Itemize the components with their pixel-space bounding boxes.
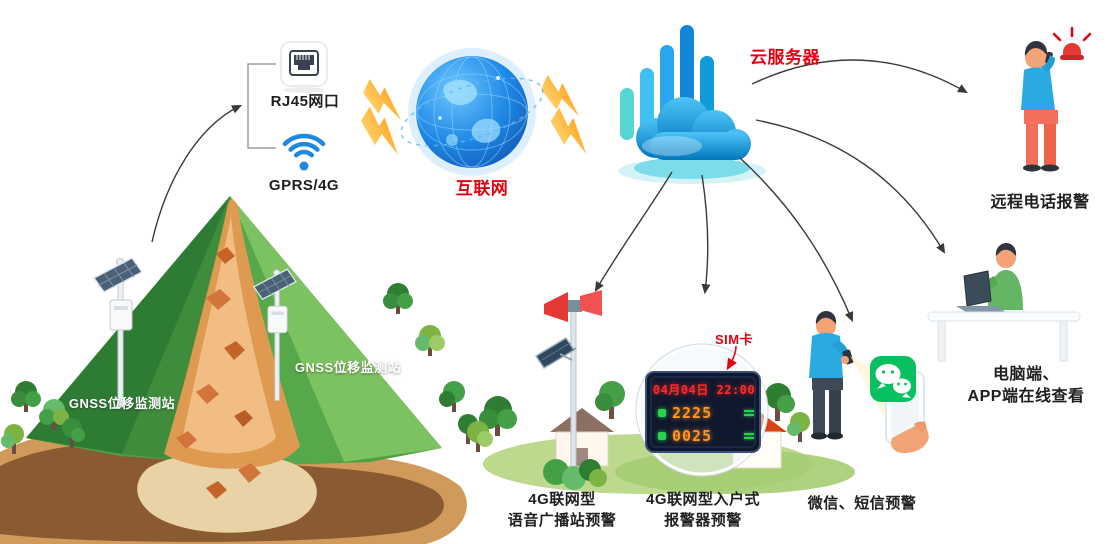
alarm-bell-icon [1052,26,1092,60]
alarm-display-reading2: 0025 [672,427,713,445]
alarm-display-row1: 2225 [658,404,754,422]
gprs-label: GPRS/4G [268,177,340,194]
display-unit-icon [744,433,754,439]
gnss-station-right-label: GNSS位移监测站 [294,360,402,375]
broadcast-label-line2: 语音广播站预警 [507,511,617,529]
arrow-cloud-to-phone [751,59,968,94]
rj45-port-icon [280,41,328,93]
pc-app-label: 电脑端、 APP端在线查看 [942,364,1110,408]
arrow-cloud-to-indoor-alarm [701,174,711,295]
arrow-cloud-to-wechat [739,157,854,323]
wechat-icon [870,356,916,402]
landslide-rocks [176,247,261,499]
sim-pointer-arrow [726,345,737,371]
cloud-server-icon [618,25,766,184]
arrow-cloud-to-broadcast [594,171,673,292]
internet-globe-icon [400,48,544,176]
mountain-trees [1,283,481,454]
rj45-label: RJ45网口 [270,93,340,110]
person-wechat-illustration [809,311,929,454]
gnss-station-left-illustration [92,257,144,408]
indoor-alarm-label: 4G联网型入户式 报警器预警 [622,490,784,531]
internet-label: 互联网 [455,179,509,198]
house [550,408,614,467]
pc-app-label-line1: 电脑端、 [992,366,1059,383]
display-unit-icon [744,410,754,416]
gnss-station-right-illustration [252,268,297,401]
sim-card-label: SIM卡 [714,332,754,347]
arrow-stations-to-network [151,105,243,243]
display-status-icon [658,432,666,440]
indoor-alarm-display-illustration [635,343,769,477]
display-status-icon [658,409,666,417]
indoor-alarm-label-line2: 报警器预警 [664,511,742,529]
remote-phone-alarm-label: 远程电话报警 [990,194,1090,211]
cloud-server-label: 云服务器 [750,48,820,67]
pc-app-label-line2: APP端在线查看 [967,388,1085,406]
alarm-display-datetime: 04月04日 22:00 [652,383,756,397]
flow-arrows [151,59,968,323]
gnss-station-left-label: GNSS位移监测站 [68,396,176,411]
lightning-bolts [360,74,587,155]
broadcast-label-line1: 4G联网型 [528,491,596,508]
wechat-sms-label: 微信、短信预警 [807,495,917,512]
broadcast-label: 4G联网型 语音广播站预警 [490,490,634,531]
alarm-display-row2: 0025 [658,427,754,445]
bracket-connector [247,63,276,149]
person-phone-alarm-illustration [1021,26,1092,172]
gprs-wifi-icon [282,133,326,171]
arrow-cloud-to-pc [755,119,946,254]
indoor-alarm-label-line1: 4G联网型入户式 [645,491,760,508]
broadcast-station-illustration [534,290,607,490]
alarm-display-reading1: 2225 [672,404,713,422]
person-computer-illustration [927,243,1081,362]
